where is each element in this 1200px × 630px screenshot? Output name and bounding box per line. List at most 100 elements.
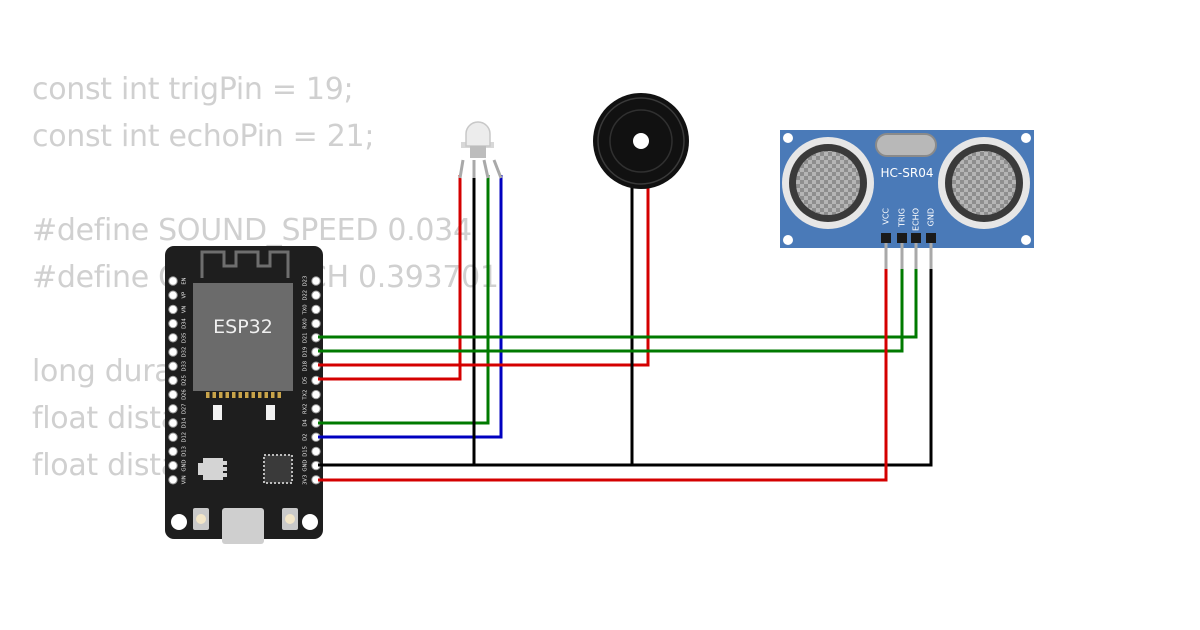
sensor-pin-gnd[interactable] [929, 243, 933, 269]
esp32-pin-d14[interactable] [168, 418, 178, 428]
esp32-pin-d35[interactable] [168, 333, 178, 343]
esp32-pin-label: D14 [182, 417, 188, 428]
esp32-pin-label: D33 [182, 361, 188, 372]
mounting-hole [783, 235, 793, 245]
module-pad [264, 392, 268, 398]
esp32-pin-label: D5 [303, 377, 309, 384]
piezo-buzzer[interactable] [593, 93, 689, 196]
wire-buzzer-positive[interactable] [318, 192, 650, 367]
esp32-pin-label: D21 [303, 332, 309, 343]
crystal [875, 133, 937, 157]
esp32-pin-label: D2 [303, 434, 309, 441]
esp32-pin-label: D27 [182, 403, 188, 414]
esp32-board[interactable]: ESP32 ENVPVND34D35D32D33D25D26D27D14D12D… [165, 246, 323, 544]
antenna-trace [200, 250, 290, 278]
esp32-pin-label: D4 [303, 419, 309, 427]
module-pad [212, 392, 216, 398]
esp32-pin-label: D34 [182, 318, 188, 329]
esp32-pin-label: GND [182, 460, 188, 472]
esp32-pin-label: TX2 [303, 390, 309, 401]
esp32-pin-gnd[interactable] [168, 460, 178, 471]
esp32-pin-tx2[interactable] [311, 389, 321, 400]
code-line: const int trigPin = 19; [32, 72, 354, 107]
esp32-pin-label: GND [303, 460, 309, 472]
sensor-pin-trig[interactable] [900, 243, 904, 269]
module-pads [206, 392, 281, 398]
esp32-pin-label: VP [182, 292, 188, 299]
wire-led-green[interactable] [318, 175, 490, 425]
esp32-pin-d33[interactable] [168, 361, 178, 371]
led-leg [482, 159, 490, 179]
esp32-pin-tx0[interactable] [311, 304, 321, 315]
sensor-pin-echo[interactable] [914, 243, 918, 269]
rgb-led[interactable] [458, 121, 503, 179]
esp32-pin-d12[interactable] [168, 432, 178, 442]
wire-buzzer-negative[interactable] [474, 192, 634, 467]
esp32-pin-label: D13 [182, 446, 188, 457]
sensor-pin-housing [881, 233, 891, 243]
buzzer-ring [609, 109, 673, 173]
module-pad [277, 392, 281, 398]
esp32-pin-vn[interactable] [168, 304, 178, 315]
esp32-pin-d15[interactable] [311, 446, 321, 457]
esp32-pin-label: D35 [182, 332, 188, 343]
esp32-pin-label: VN [182, 306, 188, 314]
buzzer-ring [597, 97, 685, 185]
sensor-pin-label: ECHO [912, 208, 921, 231]
module-pad [245, 392, 249, 398]
esp32-pin-d22[interactable] [311, 290, 321, 300]
esp32-pin-label: RX2 [303, 404, 309, 414]
led-leg [458, 159, 465, 179]
wire-sensor-echo[interactable] [318, 268, 918, 339]
wire-led-red[interactable] [318, 175, 462, 381]
esp32-pin-d26[interactable] [168, 389, 178, 400]
wire-sensor-gnd[interactable] [632, 268, 933, 467]
esp32-pin-label: D15 [303, 446, 309, 457]
code-line: const int echoPin = 21; [32, 119, 375, 154]
module-pad [238, 392, 242, 398]
esp32-pin-rx0[interactable] [311, 318, 321, 329]
esp32-pin-vin[interactable] [168, 475, 178, 485]
wire-sensor-trig[interactable] [318, 268, 904, 353]
sensor-pin-vcc[interactable] [884, 243, 888, 269]
esp32-pin-label: D22 [303, 290, 309, 301]
wire-led-blue[interactable] [318, 175, 503, 439]
esp32-pin-en[interactable] [168, 276, 178, 286]
mounting-hole [1021, 235, 1031, 245]
esp32-pin-d23[interactable] [311, 276, 321, 286]
sensor-pin-label: VCC [882, 208, 891, 225]
esp32-pin-label: D26 [182, 389, 188, 400]
micro-usb-port[interactable] [222, 508, 264, 544]
esp32-pin-label: TX0 [303, 304, 309, 315]
esp32-pin-d13[interactable] [168, 446, 178, 457]
sensor-pin-housing [926, 233, 936, 243]
module-pad [225, 392, 229, 398]
module-pad [232, 392, 236, 398]
regulator-pin [222, 473, 227, 477]
buzzer-hole [633, 133, 649, 149]
smd-resistor [266, 405, 275, 420]
module-pad [206, 392, 210, 398]
sensor-label: HC-SR04 [881, 166, 934, 180]
smd-resistor [213, 405, 222, 420]
esp32-pin-label: D18 [303, 361, 309, 372]
boot-button[interactable] [282, 508, 298, 530]
esp32-chip-label: ESP32 [213, 316, 273, 338]
sensor-pin-housing [911, 233, 921, 243]
regulator-tab [198, 463, 203, 475]
esp32-pin-label: VIN [182, 475, 188, 484]
regulator-pin [222, 461, 227, 465]
esp32-module [193, 283, 293, 391]
esp32-pin-d25[interactable] [168, 375, 178, 386]
esp32-pin-d27[interactable] [168, 404, 178, 414]
en-button[interactable] [193, 508, 209, 530]
esp32-pin-d34[interactable] [168, 318, 178, 329]
regulator-pin [222, 467, 227, 471]
esp32-pin-d32[interactable] [168, 347, 178, 357]
esp32-pin-rx2[interactable] [311, 404, 321, 414]
code-line: #define SOUND_SPEED 0.034 [32, 213, 472, 248]
esp32-pin-vp[interactable] [168, 290, 178, 300]
wire-sensor-vcc[interactable] [318, 268, 888, 482]
